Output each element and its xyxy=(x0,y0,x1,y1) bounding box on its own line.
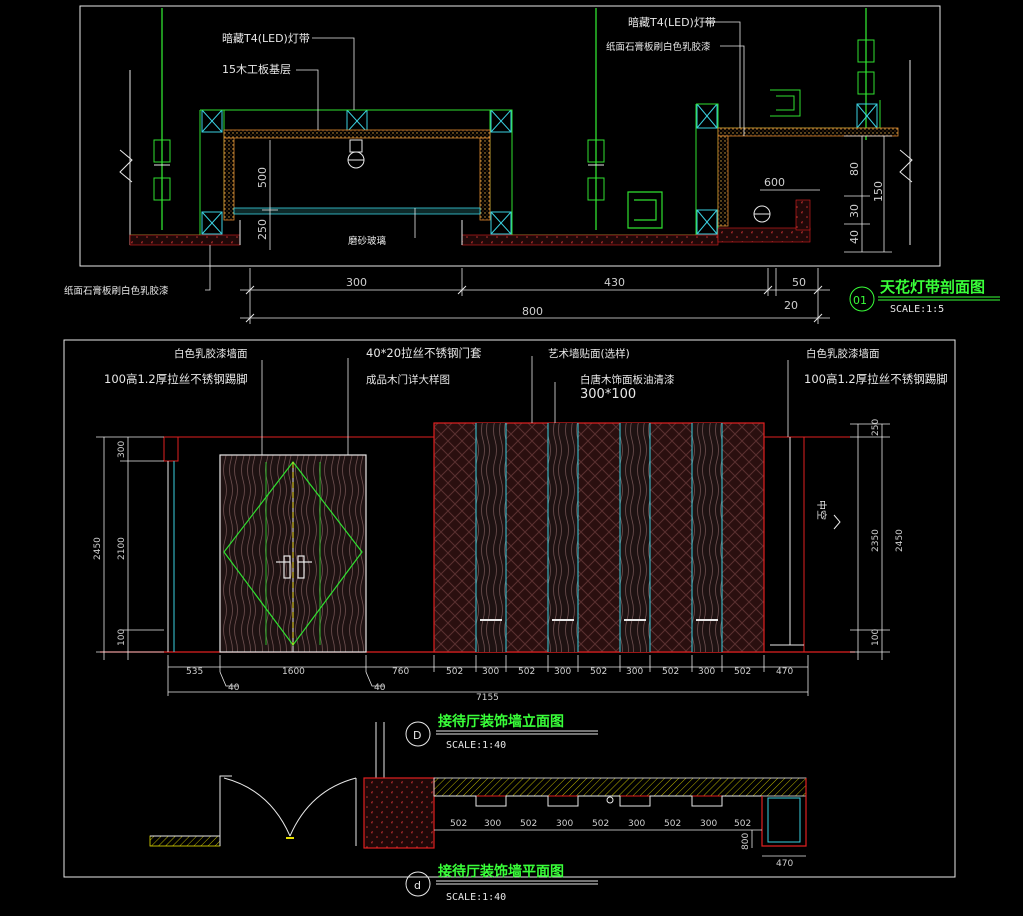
plan-dim-800: 800 xyxy=(741,833,751,850)
dim-sub-40a: 40 xyxy=(228,683,240,693)
elevation-drawing xyxy=(63,339,956,878)
elevation-title: 接待厅装饰墙立面图 xyxy=(438,713,564,730)
plan-column xyxy=(363,777,435,849)
dim-left-100: 100 xyxy=(117,629,127,646)
plan-dim-300a: 300 xyxy=(484,819,501,829)
dim-right-2450: 2450 xyxy=(895,529,905,552)
label-art-wall: 艺术墙贴面(选样) xyxy=(548,347,630,360)
dim-250: 250 xyxy=(256,219,269,240)
plan-title: 接待厅装饰墙平面图 xyxy=(438,863,564,880)
dim-right-100: 100 xyxy=(871,629,881,646)
dim-bottom-502e: 502 xyxy=(734,667,751,677)
label-door: 成品木门详大样图 xyxy=(366,373,450,386)
dim-sub-40b: 40 xyxy=(374,683,386,693)
dim-20: 20 xyxy=(784,299,798,312)
plan-dim-502e: 502 xyxy=(734,819,751,829)
elevation-scale: SCALE:1:40 xyxy=(446,740,506,751)
dim-150: 150 xyxy=(872,181,885,202)
dim-total-7155: 7155 xyxy=(476,693,499,703)
dim-bottom-300d: 300 xyxy=(698,667,715,677)
label-gypsum-right: 纸面石膏板刷白色乳胶漆 xyxy=(606,41,711,53)
label-led-left: 暗藏T4(LED)灯带 xyxy=(222,31,310,45)
plan-dim-300d: 300 xyxy=(700,819,717,829)
label-void: 中空 xyxy=(815,500,828,520)
dim-bottom-502b: 502 xyxy=(518,667,535,677)
dim-300: 300 xyxy=(346,276,367,289)
elevation-labels: 白色乳胶漆墙面 100高1.2厚拉丝不锈钢踢脚 40*20拉丝不锈钢门套 成品木… xyxy=(104,346,948,520)
label-wall-right: 白色乳胶漆墙面 xyxy=(806,347,880,360)
dim-bottom-300a: 300 xyxy=(482,667,499,677)
dim-bottom-300c: 300 xyxy=(626,667,643,677)
label-wall-left: 白色乳胶漆墙面 xyxy=(174,347,248,360)
label-gypsum-left: 纸面石膏板刷白色乳胶漆 xyxy=(64,285,169,297)
dim-bottom-502c: 502 xyxy=(590,667,607,677)
plan-dimensions: 502 300 502 300 502 300 502 300 502 470 … xyxy=(450,819,793,869)
dim-40: 40 xyxy=(848,230,861,244)
dim-left-2100: 2100 xyxy=(117,537,127,560)
label-door-frame: 40*20拉丝不锈钢门套 xyxy=(366,346,482,360)
label-frosted-glass: 磨砂玻璃 xyxy=(348,235,386,247)
dim-430: 430 xyxy=(604,276,625,289)
section-dimensions: 300 430 50 20 800 500 250 600 80 150 30 … xyxy=(256,162,885,318)
dim-bottom-470: 470 xyxy=(776,667,793,677)
dim-600: 600 xyxy=(764,176,785,189)
section-drawing xyxy=(79,5,941,324)
plan-title-block: d 接待厅装饰墙平面图 SCALE:1:40 xyxy=(405,863,598,903)
section-title: 天花灯带剖面图 xyxy=(880,278,985,296)
plan-scale: SCALE:1:40 xyxy=(446,892,506,903)
plan-dim-502d: 502 xyxy=(664,819,681,829)
dim-30: 30 xyxy=(848,204,861,218)
dim-bottom-300b: 300 xyxy=(554,667,571,677)
section-scale: SCALE:1:5 xyxy=(890,304,944,315)
elevation-dimensions: 535 1600 760 502 300 502 300 502 300 502… xyxy=(93,419,905,703)
label-base-board: 15木工板基层 xyxy=(222,62,291,76)
plan-number-circle xyxy=(405,871,431,897)
section-number: 01 xyxy=(853,294,867,307)
section-labels: 暗藏T4(LED)灯带 15木工板基层 暗藏T4(LED)灯带 纸面石膏板刷白色… xyxy=(64,15,716,297)
veneer-strips xyxy=(476,423,722,652)
plan-drawing xyxy=(149,722,807,857)
dim-left-300: 300 xyxy=(117,441,127,458)
elevation-number-circle xyxy=(405,721,431,747)
dim-bottom-502a: 502 xyxy=(446,667,463,677)
dim-bottom-535: 535 xyxy=(186,667,203,677)
plan-dim-470: 470 xyxy=(776,859,793,869)
label-veneer-size: 300*100 xyxy=(580,387,636,402)
label-led-right: 暗藏T4(LED)灯带 xyxy=(628,15,716,29)
label-veneer: 白唐木饰面板油清漆 xyxy=(580,373,675,386)
plan-dim-502a: 502 xyxy=(450,819,467,829)
elevation-number: D xyxy=(413,729,421,742)
label-skirting-right: 100高1.2厚拉丝不锈钢踢脚 xyxy=(804,372,948,386)
plan-dim-502b: 502 xyxy=(520,819,537,829)
dim-800: 800 xyxy=(522,305,543,318)
dim-500: 500 xyxy=(256,167,269,188)
section-number-circle xyxy=(849,286,875,312)
plan-dim-300c: 300 xyxy=(628,819,645,829)
dim-bottom-1600: 1600 xyxy=(282,667,305,677)
plan-dim-300b: 300 xyxy=(556,819,573,829)
label-skirting-left: 100高1.2厚拉丝不锈钢踢脚 xyxy=(104,372,248,386)
dim-bottom-502d: 502 xyxy=(662,667,679,677)
dim-50: 50 xyxy=(792,276,806,289)
section-title-block: 01 天花灯带剖面图 SCALE:1:5 xyxy=(849,278,1000,315)
dim-80: 80 xyxy=(848,162,861,176)
elevation-title-block: D 接待厅装饰墙立面图 SCALE:1:40 xyxy=(405,713,598,751)
dim-bottom-760: 760 xyxy=(392,667,409,677)
dim-right-250: 250 xyxy=(871,419,881,436)
dim-left-2450: 2450 xyxy=(93,537,103,560)
plan-number: d xyxy=(414,879,421,892)
dim-right-2350: 2350 xyxy=(871,529,881,552)
plan-dim-502c: 502 xyxy=(592,819,609,829)
